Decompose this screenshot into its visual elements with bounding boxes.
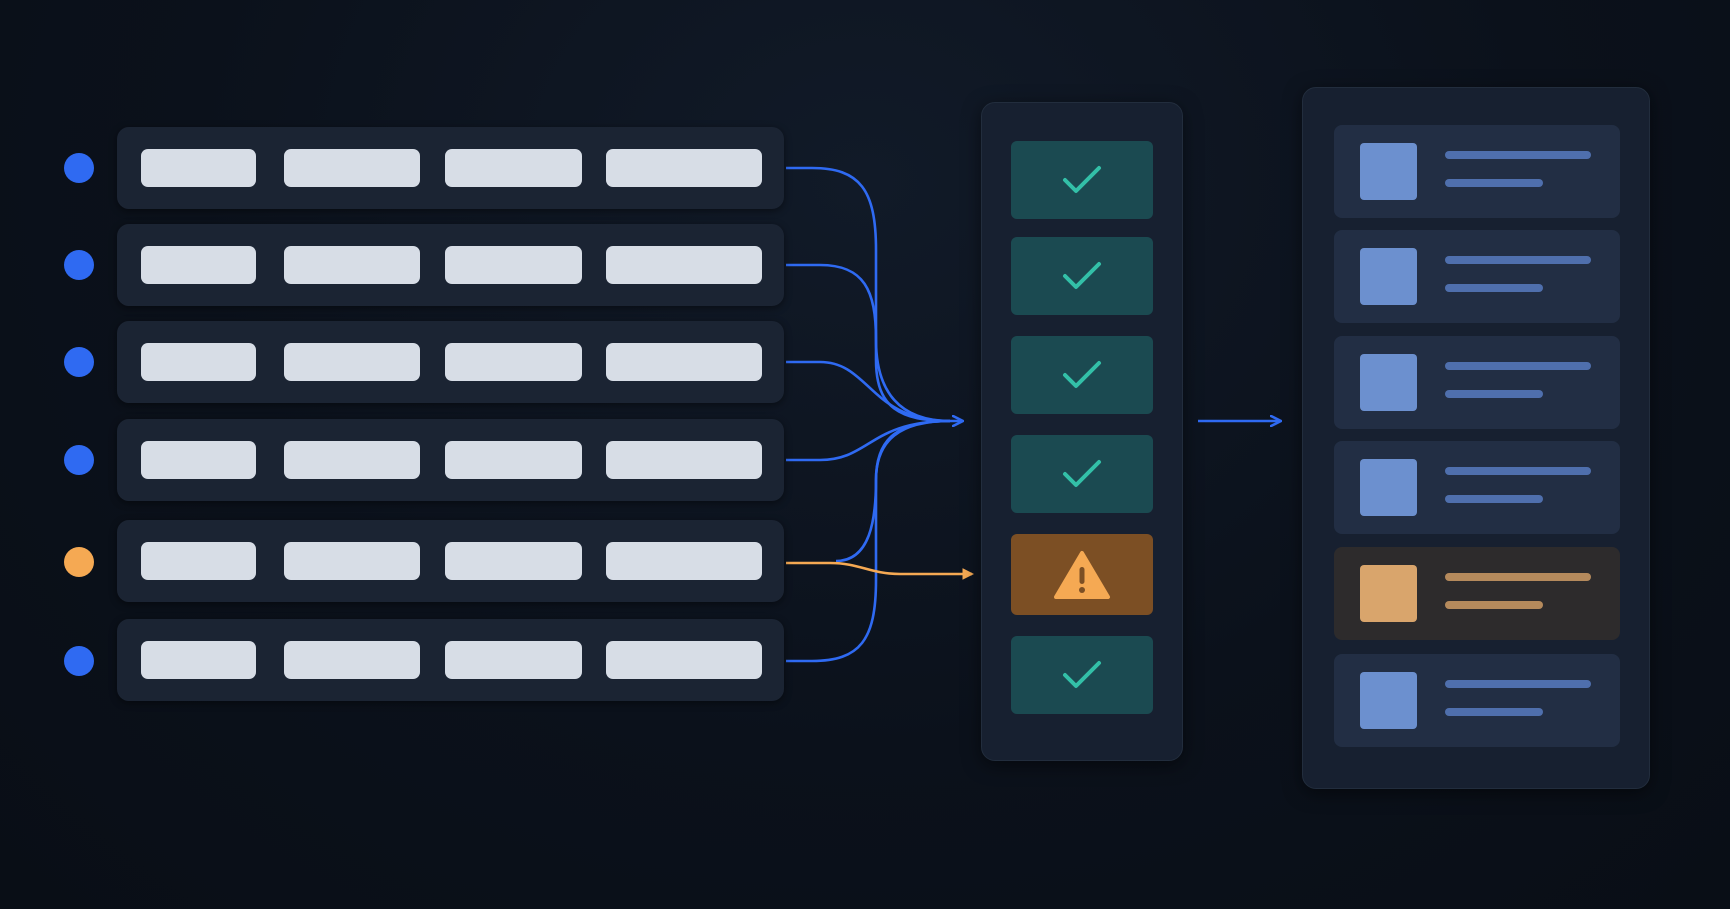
- output-record[interactable]: [1334, 654, 1620, 747]
- row-cell: [445, 149, 582, 187]
- validation-check-ok[interactable]: [1011, 237, 1153, 315]
- row-cell: [606, 441, 762, 479]
- validation-check-ok[interactable]: [1011, 636, 1153, 714]
- record-line: [1445, 151, 1591, 159]
- data-row[interactable]: [117, 419, 784, 501]
- record-line: [1445, 256, 1591, 264]
- check-icon: [1063, 460, 1101, 487]
- row-status-dot: [64, 250, 94, 280]
- warning-icon: [1054, 550, 1110, 599]
- row-cell: [284, 542, 420, 580]
- row-cell: [445, 246, 582, 284]
- row-warning-dot: [64, 547, 94, 577]
- record-line: [1445, 601, 1543, 609]
- check-icon: [1063, 361, 1101, 388]
- output-record[interactable]: [1334, 441, 1620, 534]
- row-cell: [284, 641, 420, 679]
- record-line: [1445, 573, 1591, 581]
- row-cell: [141, 246, 256, 284]
- row-cell: [606, 641, 762, 679]
- validation-check-warning[interactable]: [1011, 534, 1153, 615]
- validation-panel: [981, 102, 1183, 761]
- record-thumbnail: [1360, 354, 1417, 411]
- connector-row-5-merge: [835, 419, 951, 563]
- row-status-dot: [64, 347, 94, 377]
- warning-connector: [786, 561, 972, 574]
- check-icon: [1063, 166, 1101, 193]
- output-panel: [1302, 87, 1650, 789]
- row-cell: [284, 343, 420, 381]
- record-line: [1445, 495, 1543, 503]
- data-row[interactable]: [117, 321, 784, 403]
- validation-check-ok[interactable]: [1011, 336, 1153, 414]
- output-record-warning[interactable]: [1334, 547, 1620, 640]
- row-status-dot: [64, 646, 94, 676]
- record-thumbnail: [1360, 143, 1417, 200]
- data-row[interactable]: [117, 619, 784, 701]
- record-line: [1445, 390, 1543, 398]
- row-cell: [141, 441, 256, 479]
- record-line: [1445, 467, 1591, 475]
- check-icon: [1063, 262, 1101, 289]
- data-row[interactable]: [117, 127, 784, 209]
- connector-row-1: [786, 166, 951, 423]
- record-line: [1445, 284, 1543, 292]
- connector-row-2: [786, 263, 951, 423]
- row-cell: [284, 149, 420, 187]
- row-cell: [141, 641, 256, 679]
- row-status-dot: [64, 445, 94, 475]
- record-line: [1445, 708, 1543, 716]
- record-thumbnail: [1360, 459, 1417, 516]
- record-line: [1445, 179, 1543, 187]
- connector-row-4: [786, 419, 951, 462]
- record-line: [1445, 680, 1591, 688]
- record-thumbnail: [1360, 248, 1417, 305]
- row-cell: [141, 149, 256, 187]
- row-cell: [606, 343, 762, 381]
- output-record[interactable]: [1334, 336, 1620, 429]
- output-record[interactable]: [1334, 230, 1620, 323]
- row-cell: [606, 246, 762, 284]
- row-cell: [284, 246, 420, 284]
- row-cell: [445, 441, 582, 479]
- row-cell: [606, 149, 762, 187]
- row-cell: [606, 542, 762, 580]
- row-cell: [445, 641, 582, 679]
- row-cell: [284, 441, 420, 479]
- row-cell: [141, 542, 256, 580]
- data-row[interactable]: [117, 224, 784, 306]
- row-status-dot: [64, 153, 94, 183]
- record-line: [1445, 362, 1591, 370]
- output-record[interactable]: [1334, 125, 1620, 218]
- row-cell: [141, 343, 256, 381]
- connector-row-3: [786, 360, 951, 423]
- record-thumbnail: [1360, 672, 1417, 729]
- connector-row-6: [786, 419, 951, 663]
- row-cell: [445, 343, 582, 381]
- record-thumbnail: [1360, 565, 1417, 622]
- validation-check-ok[interactable]: [1011, 435, 1153, 513]
- row-cell: [445, 542, 582, 580]
- check-icon: [1063, 661, 1101, 688]
- data-row-warning[interactable]: [117, 520, 784, 602]
- validation-check-ok[interactable]: [1011, 141, 1153, 219]
